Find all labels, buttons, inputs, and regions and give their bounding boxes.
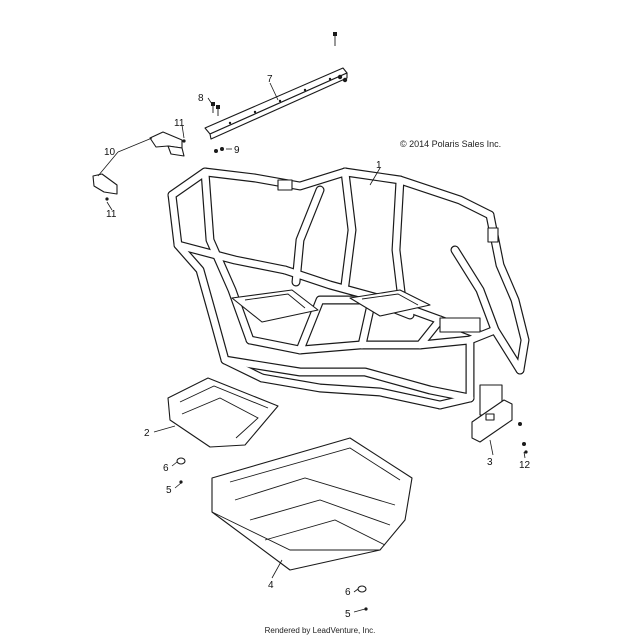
skid-plate-part-2 [167, 377, 279, 448]
nut-part-9 [214, 147, 224, 153]
render-credit: Rendered by LeadVenture, Inc. [264, 626, 376, 635]
main-frame-part-1 [167, 167, 530, 416]
rail-nut-a [337, 74, 348, 83]
rail-bolt-top [333, 32, 337, 46]
washer-part-6-lower [357, 585, 367, 593]
callout-8: 8 [198, 93, 204, 104]
bracket-part-10-upper [149, 131, 185, 157]
callout-6-lower: 6 [345, 587, 351, 598]
callout-11-upper: 11 [174, 118, 185, 129]
fastener-part-12 [518, 422, 528, 454]
copyright-notice: © 2014 Polaris Sales Inc. [400, 139, 502, 149]
callout-1: 1 [376, 160, 382, 171]
callout-12: 12 [519, 460, 531, 471]
bracket-part-10-lower [92, 173, 118, 195]
leader-lines [97, 82, 526, 613]
washer-part-6-upper [176, 457, 186, 465]
callout-11-lower: 11 [106, 209, 117, 220]
screw-part-5-lower [364, 607, 368, 611]
upper-rail-part-7 [204, 67, 348, 140]
bolt-part-8 [211, 102, 220, 116]
callout-4: 4 [268, 580, 274, 591]
callout-3: 3 [487, 457, 493, 468]
callout-5-lower: 5 [345, 609, 351, 620]
callout-9: 9 [234, 145, 240, 156]
callout-5-upper: 5 [166, 485, 172, 496]
screw-part-5-upper [179, 480, 183, 484]
screw-part-11 [105, 139, 186, 201]
callout-10: 10 [104, 147, 116, 158]
callout-6-upper: 6 [163, 463, 169, 474]
skid-plate-part-4 [211, 437, 413, 571]
callout-7: 7 [267, 74, 273, 85]
front-bracket-part-3 [471, 399, 513, 443]
callout-2: 2 [144, 428, 150, 439]
